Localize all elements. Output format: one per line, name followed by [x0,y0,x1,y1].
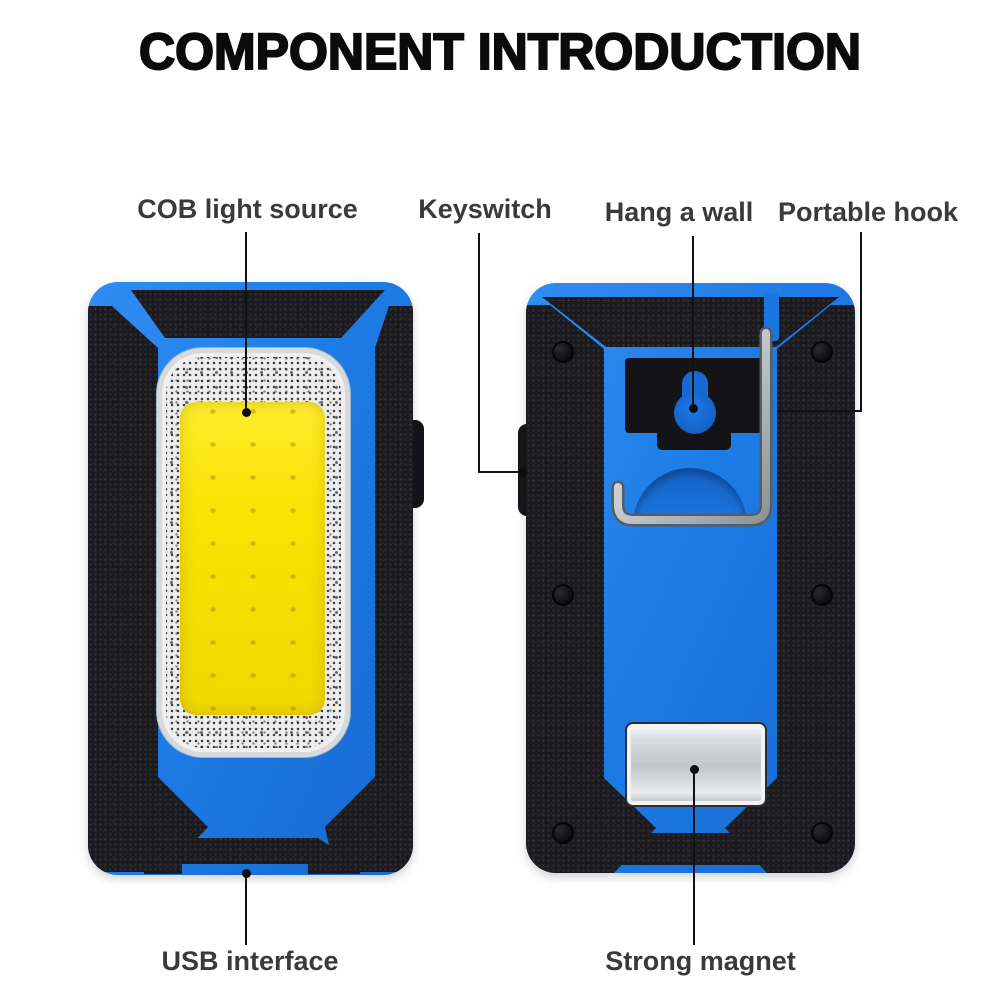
front-right-foot [308,862,360,874]
hang-a-wall-label: Hang a wall [604,197,754,227]
cob-light-source-label: COB light source [137,194,358,224]
strong-magnet-label: Strong magnet [605,946,796,976]
portable-hook-label: Portable hook [777,197,959,227]
screw-icon [811,584,833,606]
screw-icon [552,822,574,844]
screw-icon [552,584,574,606]
keyswitch-pointer-dot [518,468,527,477]
screw-icon [552,341,574,363]
page-title: COMPONENT INTRODUCTION [138,22,862,81]
front-worklight [88,282,413,875]
back-top-bezel [542,297,839,347]
keyswitch-leader-line-h [479,471,522,473]
front-bottom-bezel [148,838,358,864]
screw-icon [811,822,833,844]
hang-pointer-dot [689,404,698,413]
screw-icon [811,341,833,363]
wall-mount-bracket-step [657,431,731,450]
magnet-leader-line [693,773,695,945]
usb-interface-label: USB interface [161,946,339,976]
cob-light-panel [180,402,325,715]
cob-leader-line [245,232,247,412]
back-worklight [526,283,855,873]
hang-a-wall-leader-line [692,236,694,408]
front-left-foot [144,862,182,874]
usb-pointer-dot [242,869,251,878]
keyswitch-label: Keyswitch [418,194,552,224]
keyswitch-leader-line-v [478,233,480,473]
magnet-pointer-dot [690,765,699,774]
front-top-bezel [131,290,385,338]
magnet-plate [625,722,767,807]
usb-leader-line [245,877,247,945]
portable-hook [611,326,773,527]
keyhole-slot-hole [674,392,716,434]
cob-pointer-dot [242,408,251,417]
portable-hook-leader-line-v [860,232,862,412]
portable-hook-leader-line-h [777,410,862,412]
front-side-switch-bump [410,420,424,508]
